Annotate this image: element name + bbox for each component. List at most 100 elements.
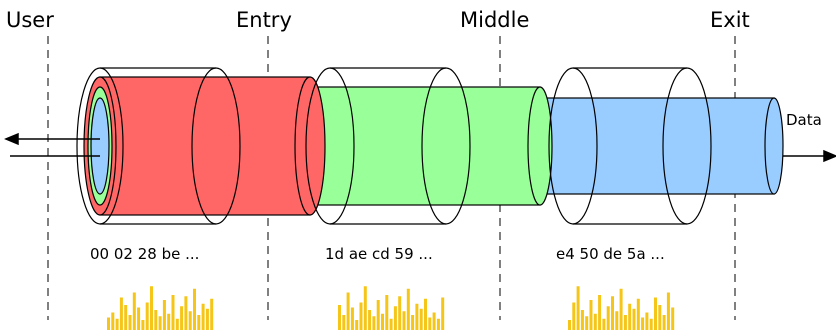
exit-arrow [783,149,836,163]
histogram-bar [342,315,346,330]
histogram-bar [580,310,584,330]
histogram-bar [598,295,602,330]
histogram-bar [150,286,153,330]
histogram-bar [641,317,645,330]
histogram-bar [141,320,145,330]
histogram-bar [210,298,214,330]
histogram-bar [355,320,359,330]
histogram-bar [628,303,632,330]
histogram-bar [145,302,149,330]
histogram-bar [602,318,606,330]
middle-label: Middle [460,8,529,32]
entry-tube-end [294,76,326,216]
histogram-bar [193,288,196,330]
histogram-bar [368,310,372,330]
histogram-bar [572,302,576,330]
histogram-bar [589,300,593,330]
histogram-bar [402,311,406,330]
histogram-bar [645,312,649,330]
histogram-bar [406,288,410,330]
histogram-bar [107,317,110,330]
histogram-bar [381,313,384,330]
exit-tube-end [764,97,784,195]
entry-tube [99,76,326,216]
histogram-bar [636,298,640,330]
histogram-bar [350,307,354,330]
histogram-bar [346,292,350,330]
histogram-bar [389,318,393,330]
histogram-bar [338,305,341,330]
histogram-bar [180,306,184,330]
histogram-bar [167,313,171,330]
user-label: User [6,8,54,32]
middle-node-cylinder [305,67,471,225]
entry-label: Entry [236,8,292,32]
exit-label: Exit [710,8,750,32]
histogram-bar [568,320,571,330]
histogram-bar [205,308,209,330]
entry-node-cylinder [100,67,241,225]
histogram-bar [184,296,188,330]
histogram-bar [201,303,205,330]
middle-hex-bytes: 1d ae cd 59 ... [325,245,433,263]
exit-byte-histogram [568,286,675,330]
histogram-bar [188,311,192,330]
histogram-bar [132,292,136,330]
histogram-bar [411,315,415,330]
histogram-bar [666,292,670,330]
histogram-bar [376,300,380,330]
histogram-bar [654,297,657,330]
histogram-bar [576,286,580,330]
histogram-bar [649,318,653,330]
histogram-bar [137,307,141,330]
histogram-bar [197,315,201,330]
exit-node-cylinder [548,67,712,225]
histogram-bar [615,311,619,330]
histogram-bar [119,297,123,330]
histogram-bar [372,316,376,330]
entry-tube-body [99,76,311,216]
histogram-bar [363,286,367,330]
histogram-bar [415,303,419,330]
histogram-bar [175,318,179,330]
histogram-bar [124,305,128,330]
histogram-bar [593,313,597,330]
histogram-bar [154,310,158,330]
histogram-bar [398,296,402,330]
blue-core [90,97,110,195]
user-arrows [4,132,100,157]
histogram-bar [662,315,666,330]
histogram-bar [158,316,162,330]
onion-front-face [76,67,124,225]
histogram-bar [128,315,132,330]
histogram-bar [111,312,115,330]
middle-tube-end [527,86,553,206]
histogram-bar [432,312,436,330]
histogram-bar [171,295,175,330]
entry-hex-bytes: 00 02 28 be ... [90,245,199,263]
histogram-bar [359,302,363,330]
histogram-bar [393,306,397,330]
histogram-bar [385,295,389,330]
exit-hex-bytes: e4 50 de 5a ... [556,245,665,263]
histogram-bar [162,300,166,330]
middle-byte-histogram [338,286,445,330]
histogram-bar [428,317,432,330]
histogram-bar [611,296,614,330]
histogram-bar [115,318,119,330]
data-label: Data [786,111,822,129]
histogram-bar [619,288,623,330]
incoming-arrow-head [4,132,19,146]
histogram-bar [606,306,610,330]
histogram-bar [623,315,627,330]
histogram-bar [658,305,662,330]
histogram-bar [441,297,445,330]
histogram-bar [424,298,427,330]
histogram-bar [671,307,675,330]
histogram-bar [419,308,423,330]
histogram-bar [585,316,589,330]
histogram-bar [632,308,636,330]
entry-byte-histogram [107,286,214,330]
